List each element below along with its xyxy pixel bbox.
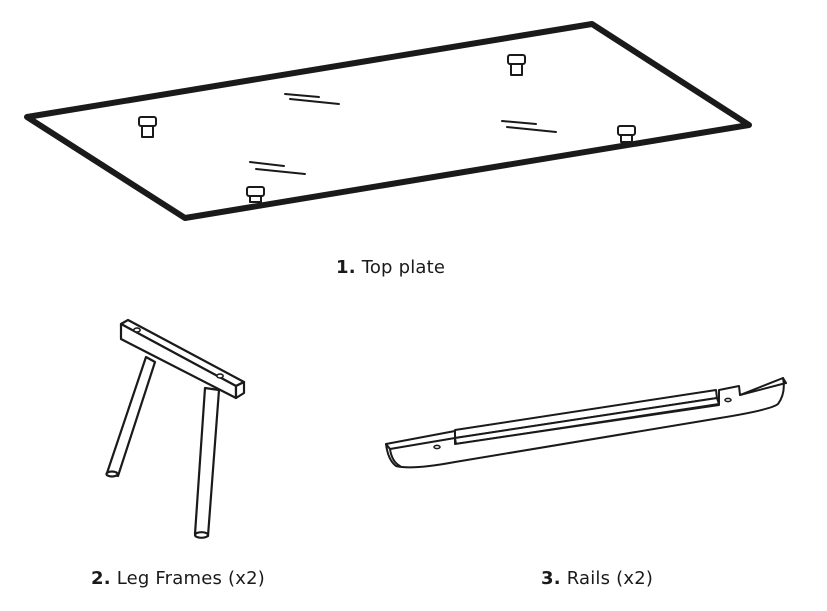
- plate-peg: [507, 54, 526, 76]
- part-number: 1.: [336, 257, 356, 278]
- table-top-plate-icon: [24, 21, 752, 221]
- plate-peg: [617, 125, 636, 143]
- part-caption-top-plate: 1. Top plate: [336, 257, 445, 278]
- plate-reflection: [249, 93, 557, 175]
- part-number: 2.: [91, 568, 111, 589]
- plate-peg: [246, 186, 265, 203]
- part-label: Leg Frames (x2): [116, 568, 265, 589]
- part-number: 3.: [541, 568, 561, 589]
- plate-peg: [138, 116, 157, 138]
- part-caption-leg-frames: 2. Leg Frames (x2): [91, 568, 265, 589]
- part-label: Top plate: [361, 257, 446, 278]
- leg-frame-icon: [105, 318, 246, 539]
- part-label: Rails (x2): [566, 568, 654, 589]
- part-caption-rails: 3. Rails (x2): [541, 568, 653, 589]
- rail-icon: [385, 377, 787, 469]
